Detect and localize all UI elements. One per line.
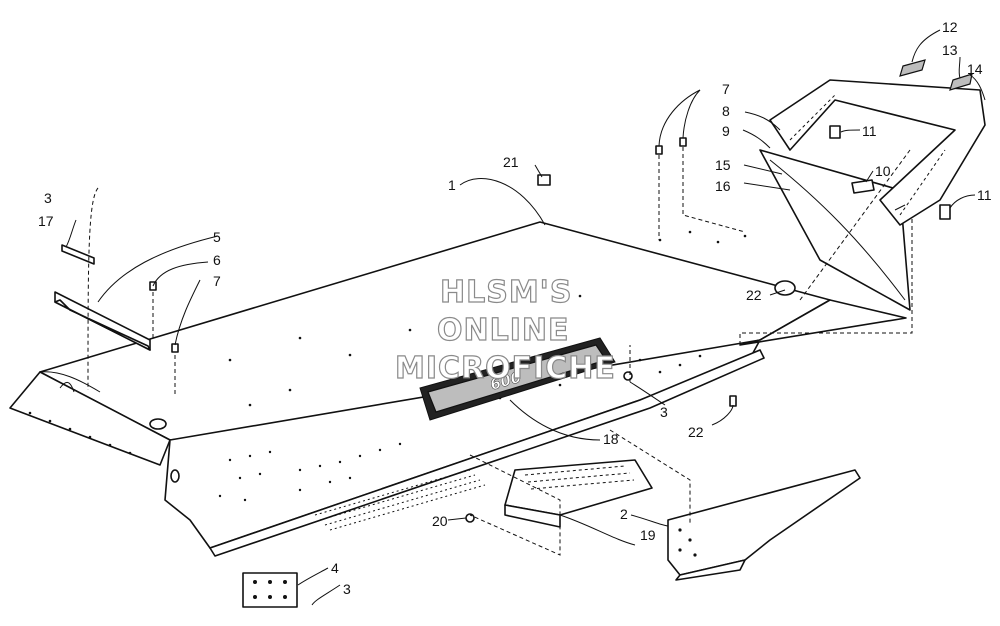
- callout-18: 18: [603, 431, 619, 447]
- callout-6: 6: [213, 252, 221, 268]
- callout-21: 21: [503, 154, 519, 170]
- callout-4: 4: [331, 560, 339, 576]
- callout-12: 12: [942, 19, 958, 35]
- callouts: 3 17 5 6 7 21 1 7 8 9 15 16 12 13 14 11 …: [38, 19, 992, 597]
- watermark: HLSM'S ONLINE MICROFICHE: [394, 274, 616, 386]
- callout-14: 14: [967, 61, 983, 77]
- watermark-line-2: ONLINE: [437, 313, 570, 348]
- clip-part-11-b: [939, 204, 951, 220]
- callout-15: 15: [715, 157, 731, 173]
- tunnel-part-1: [9, 221, 907, 557]
- callout-16: 16: [715, 178, 731, 194]
- tunnel-rivets: [228, 230, 747, 414]
- leader-lines: [65, 29, 986, 606]
- nut-part-10: [851, 179, 875, 194]
- plate-part-17: [61, 244, 95, 265]
- bracket-part-2: [667, 469, 861, 581]
- side-wall-holes: [218, 442, 402, 502]
- callout-3-c: 3: [343, 581, 351, 597]
- callout-22-b: 22: [688, 424, 704, 440]
- callout-13: 13: [942, 42, 958, 58]
- emblem-plate-part-18: 600: [419, 337, 616, 421]
- decal-part-12: [899, 59, 926, 77]
- step-pad-part-19: [504, 459, 653, 528]
- bracket-part-5: [54, 291, 151, 351]
- callout-22-a: 22: [746, 287, 762, 303]
- flange-holes: [28, 411, 132, 455]
- callout-11-a: 11: [862, 123, 877, 139]
- callout-3-b: 3: [660, 404, 668, 420]
- callout-2: 2: [620, 506, 628, 522]
- decal-part-13: [949, 73, 973, 91]
- callout-7-a: 7: [213, 273, 221, 289]
- callout-3-a: 3: [44, 190, 52, 206]
- grab-bar-part-8: [769, 79, 986, 226]
- callout-10: 10: [875, 163, 891, 179]
- callout-1: 1: [448, 177, 456, 193]
- clip-part-11-a: [829, 125, 841, 139]
- callout-5: 5: [213, 229, 221, 245]
- callout-8: 8: [722, 103, 730, 119]
- running-board-pattern: [314, 469, 486, 531]
- callout-7-b: 7: [722, 81, 730, 97]
- callout-20: 20: [432, 513, 448, 529]
- callout-19: 19: [640, 527, 656, 543]
- callout-17: 17: [38, 213, 54, 229]
- callout-11-b: 11: [977, 187, 992, 203]
- plate-part-4: [242, 572, 298, 608]
- watermark-line-3: MICROFICHE: [395, 351, 616, 386]
- watermark-line-1: HLSM'S: [440, 275, 572, 310]
- callout-9: 9: [722, 123, 730, 139]
